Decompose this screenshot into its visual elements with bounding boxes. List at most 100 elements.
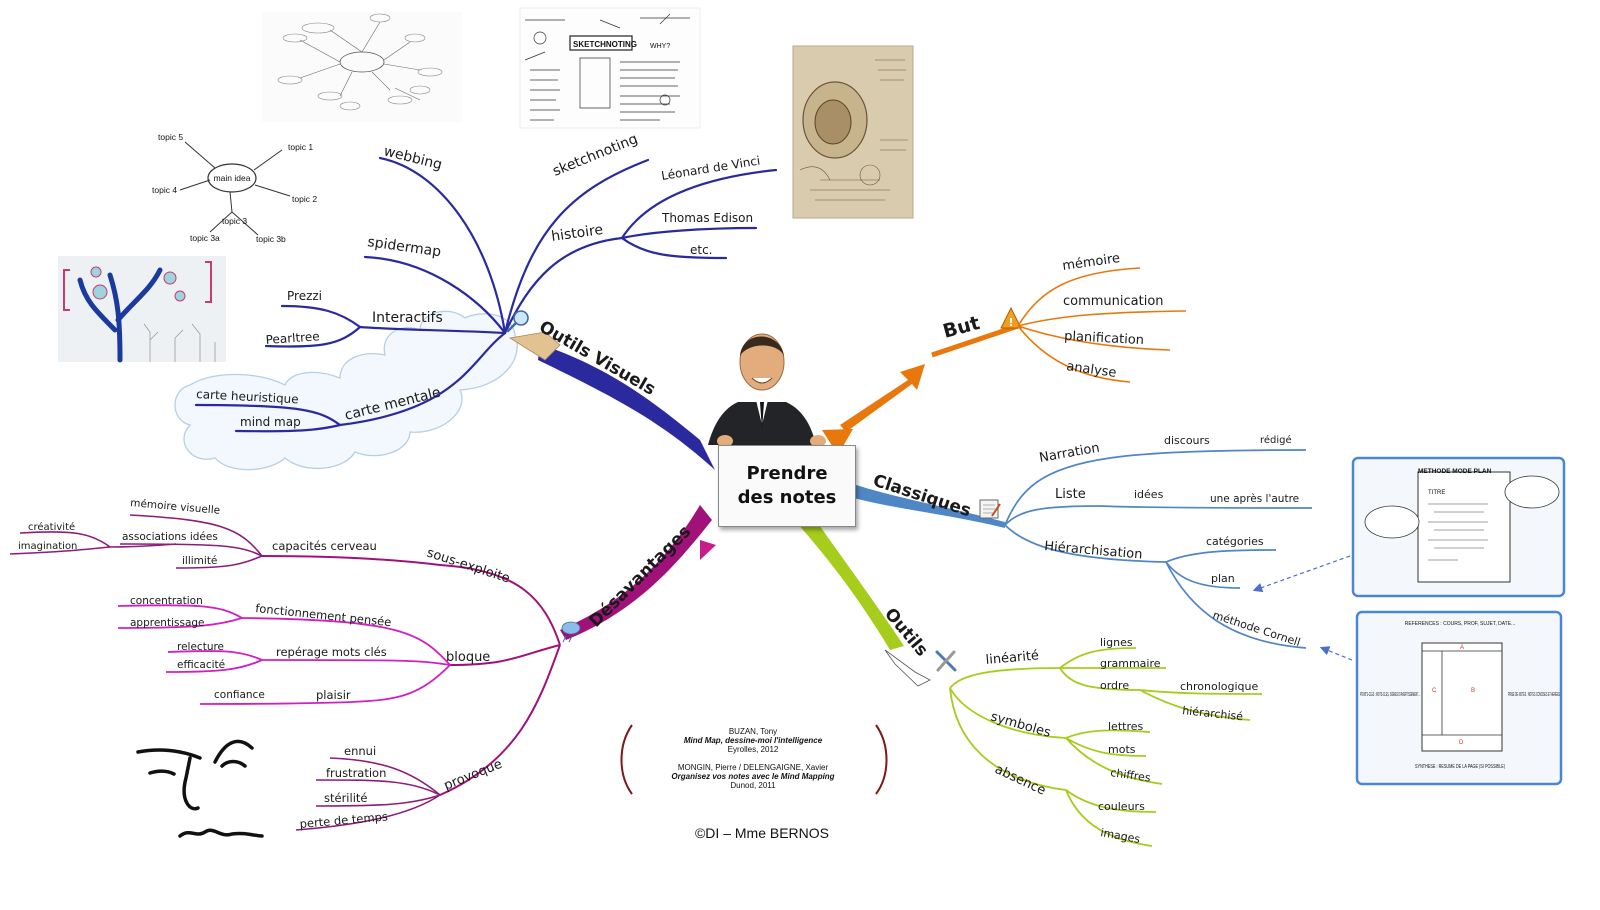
plan-method-image: METHODE MODE PLAN TITRE xyxy=(1351,456,1566,598)
reference-2-title: Organisez vos notes avec le Mind Mapping xyxy=(671,772,834,781)
node-narration[interactable]: Narration xyxy=(1038,441,1101,466)
pointing-hand-down-icon xyxy=(884,649,931,687)
outils-connectors xyxy=(949,647,1263,847)
provoque-connectors xyxy=(295,757,441,831)
node-leonard-de-vinci[interactable]: Léonard de Vinci xyxy=(660,153,761,182)
pearltree-thumbnail xyxy=(58,256,226,363)
node-analyse[interactable]: analyse xyxy=(1065,359,1117,381)
spidermap-example-image: main idea topic 1 topic 2 topic 3 topic … xyxy=(152,132,317,244)
node-communication[interactable]: communication xyxy=(1063,294,1164,309)
cloud-shape xyxy=(174,310,518,471)
references-block: BUZAN, Tony Mind Map, dessine-moi l'inte… xyxy=(671,727,834,790)
bored-face-drawing xyxy=(136,739,264,838)
but-connectors xyxy=(1017,267,1187,383)
node-prezzi[interactable]: Prezzi xyxy=(287,289,322,303)
cornell-top-text: REFERENCES : COURS, PROF, SUJET, DATE... xyxy=(1405,621,1515,627)
but-connector xyxy=(931,323,1019,358)
spider-topic-2: topic 2 xyxy=(292,194,317,204)
node-carte-heuristique[interactable]: carte heuristique xyxy=(196,387,299,406)
cornell-bottom-text: SYNTHESE : RESUME DE LA PAGE (SI POSSIBL… xyxy=(1415,764,1505,770)
node-spidermap[interactable]: spidermap xyxy=(366,234,442,260)
node-chiffres[interactable]: chiffres xyxy=(1110,766,1152,785)
mindmap-sketch-thumbnail xyxy=(262,12,462,122)
node-fonctionnement-pensee[interactable]: fonctionnement pensée xyxy=(255,601,392,629)
node-perte-de-temps[interactable]: perte de temps xyxy=(299,809,388,831)
node-lettres[interactable]: lettres xyxy=(1108,720,1143,733)
node-une-apres-l-autre[interactable]: une après l'autre xyxy=(1210,493,1299,505)
node-grammaire[interactable]: grammaire xyxy=(1100,657,1161,670)
cornell-left-text: POINTS-CLES : MOTS-CLES, SIGNES D'AVERTI… xyxy=(1360,692,1420,698)
spider-topic-4: topic 4 xyxy=(152,185,177,195)
node-provoque[interactable]: provoque xyxy=(442,757,505,794)
node-interactifs[interactable]: Interactifs xyxy=(372,310,443,326)
node-ennui[interactable]: ennui xyxy=(344,744,376,758)
node-absence[interactable]: absence xyxy=(992,762,1048,799)
node-hierarchise[interactable]: hiérarchisé xyxy=(1182,704,1244,723)
node-liste[interactable]: Liste xyxy=(1055,487,1086,502)
node-mots[interactable]: mots xyxy=(1108,743,1136,756)
plan-image-title: METHODE MODE PLAN xyxy=(1418,468,1492,475)
spider-topic-3b: topic 3b xyxy=(256,234,286,244)
node-reperage-mots-cles[interactable]: repérage mots clés xyxy=(276,645,387,659)
cornell-right-text: PRISE DE NOTES : NOTES CONCISES ET AEREE… xyxy=(1508,692,1560,698)
reference-1-author: BUZAN, Tony xyxy=(729,727,777,736)
node-bloque[interactable]: bloque xyxy=(446,650,490,665)
central-topic[interactable]: Prendre des notes xyxy=(718,445,856,527)
node-couleurs[interactable]: couleurs xyxy=(1098,800,1145,813)
node-plan[interactable]: plan xyxy=(1211,572,1235,585)
node-creativite[interactable]: créativité xyxy=(28,521,75,533)
sketchnoting-image-why: WHY? xyxy=(650,43,670,50)
but-main-arrow xyxy=(840,364,925,432)
node-chronologique[interactable]: chronologique xyxy=(1180,680,1259,693)
visuels-main-branch xyxy=(538,344,715,470)
node-illimite[interactable]: illimité xyxy=(182,555,217,567)
node-hierarchisation[interactable]: Hiérarchisation xyxy=(1044,539,1143,563)
node-sketchnoting[interactable]: sketchnoting xyxy=(551,131,641,180)
node-memoire-visuelle[interactable]: mémoire visuelle xyxy=(130,497,221,517)
node-apprentissage[interactable]: apprentissage xyxy=(130,617,205,629)
sketchnoting-thumbnail: SKETCHNOTING WHY? xyxy=(519,7,701,129)
reference-1-title: Mind Map, dessine-moi l'intelligence xyxy=(684,736,823,745)
node-symboles[interactable]: symboles xyxy=(989,709,1053,740)
node-efficacite[interactable]: efficacité xyxy=(177,659,225,671)
node-linearite[interactable]: linéarité xyxy=(985,648,1040,668)
node-histoire[interactable]: histoire xyxy=(550,222,604,245)
node-categories[interactable]: catégories xyxy=(1206,535,1264,548)
reference-2-author: MONGIN, Pierre / DELENGAIGNE, Xavier xyxy=(678,763,829,772)
desavantages-purple-connectors xyxy=(261,555,561,796)
node-relecture[interactable]: relecture xyxy=(177,641,224,653)
node-imagination[interactable]: imagination xyxy=(18,541,77,552)
node-capacites-cerveau[interactable]: capacités cerveau xyxy=(272,539,377,553)
node-sterilite[interactable]: stérilité xyxy=(324,791,367,805)
branch-desavantages[interactable]: Désavantages xyxy=(585,522,695,632)
node-thomas-edison[interactable]: Thomas Edison xyxy=(661,211,753,225)
node-ordre[interactable]: ordre xyxy=(1100,679,1129,692)
node-confiance[interactable]: confiance xyxy=(214,689,265,701)
node-plaisir[interactable]: plaisir xyxy=(316,688,351,702)
warning-icon: ! xyxy=(1000,306,1022,329)
node-associations-idees[interactable]: associations idées xyxy=(122,531,218,543)
node-idees[interactable]: idées xyxy=(1134,488,1164,501)
node-webbing[interactable]: webbing xyxy=(382,143,444,173)
cornell-zone-b: B xyxy=(1471,688,1475,694)
reference-2-publisher: Dunod, 2011 xyxy=(730,781,776,790)
node-methode-cornell[interactable]: méthode Cornell xyxy=(1211,608,1302,649)
node-planification[interactable]: planification xyxy=(1064,329,1145,348)
node-frustration[interactable]: frustration xyxy=(326,766,386,780)
spider-main-idea: main idea xyxy=(214,173,251,183)
node-sous-exploite[interactable]: sous-exploite xyxy=(425,546,512,587)
sketchnoting-image-title: SKETCHNOTING xyxy=(573,40,637,49)
node-discours[interactable]: discours xyxy=(1164,434,1210,447)
tools-icon xyxy=(935,650,957,672)
node-lignes[interactable]: lignes xyxy=(1100,636,1133,649)
cornell-method-image: REFERENCES : COURS, PROF, SUJET, DATE...… xyxy=(1355,610,1563,786)
node-concentration[interactable]: concentration xyxy=(130,595,203,607)
node-pearltree[interactable]: Pearltree xyxy=(265,329,320,347)
node-mind-map[interactable]: mind map xyxy=(240,415,301,429)
node-etc[interactable]: etc. xyxy=(690,243,713,257)
node-images[interactable]: images xyxy=(1099,826,1141,846)
svg-text:!: ! xyxy=(1008,316,1013,329)
node-redige[interactable]: rédigé xyxy=(1260,434,1292,446)
